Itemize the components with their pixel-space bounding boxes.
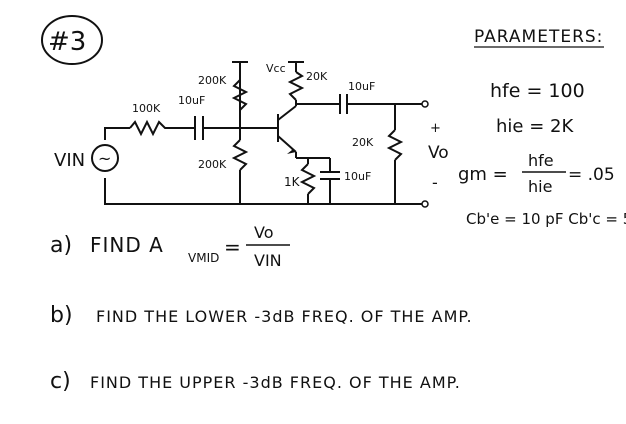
source-label: VIN [54, 150, 85, 171]
param-gm-num: hfe [528, 151, 554, 170]
label-out-plus: + [430, 121, 441, 136]
param-hfe: hfe = 100 [490, 80, 585, 102]
question-a-num: Vo [254, 223, 274, 242]
param-gm-value: = .05 [568, 165, 615, 185]
label-vcc: Vcc [266, 62, 286, 75]
label-c-emitter: 10uF [344, 170, 371, 183]
label-c-in: 10uF [178, 94, 205, 107]
question-a-sub: VMID [188, 251, 219, 265]
param-gm-lhs: gm = [458, 164, 508, 185]
question-a-den: VIN [254, 251, 282, 270]
param-hie: hie = 2K [496, 116, 574, 137]
label-r-emitter: 1K [284, 175, 301, 189]
problem-number-circle [41, 15, 103, 65]
question-c-text: FIND THE UPPER -3dB FREQ. OF THE AMP. [90, 373, 461, 392]
label-r-top-bias: 200K [198, 74, 227, 87]
question-c-label: c) [50, 369, 71, 394]
label-out-minus: - [432, 173, 438, 192]
question-a-label: a) [50, 233, 72, 258]
label-out: Vo [428, 143, 449, 163]
question-a-eq: = [224, 235, 241, 259]
label-c-out: 10uF [348, 80, 375, 93]
ac-source-icon [91, 144, 119, 172]
label-r-bottom-bias: 200K [198, 158, 227, 171]
label-r-collector: 20K [306, 70, 328, 83]
ac-source-symbol: ~ [98, 149, 111, 168]
label-r-load: 20K [352, 136, 374, 149]
question-a-text: FIND A [90, 233, 164, 257]
param-caps: Cb'e = 10 pF Cb'c = 5p [466, 210, 626, 228]
param-gm-den: hie [528, 177, 552, 196]
label-r-series: 100K [132, 102, 161, 115]
problem-number: #3 [48, 27, 86, 57]
question-b-label: b) [50, 303, 73, 328]
question-b-text: FIND THE LOWER -3dB FREQ. OF THE AMP. [96, 307, 473, 326]
parameters-heading: PARAMETERS: [474, 27, 603, 47]
